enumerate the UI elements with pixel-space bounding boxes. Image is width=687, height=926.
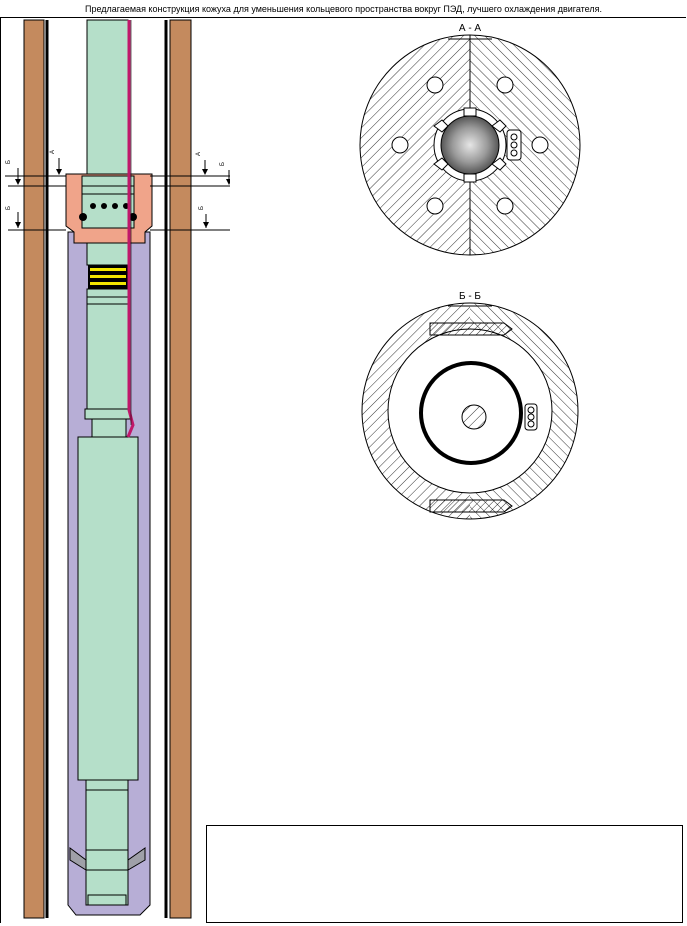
pump-upper	[86, 19, 129, 176]
drawing-caption: Предлагаемая конструкция кожуха для умен…	[84, 4, 603, 14]
casing-wall-right	[169, 19, 192, 919]
cut-label-b: Б	[199, 206, 205, 210]
sensor-body	[85, 789, 129, 906]
cut-label-b: Б	[6, 160, 12, 164]
aa-shaft	[440, 115, 500, 175]
cut-label-a: А	[196, 152, 202, 156]
clamp-inner	[81, 175, 135, 229]
protector-flange	[84, 408, 131, 420]
casing-wall-left	[23, 19, 45, 919]
section-aa-title: А - А	[458, 23, 482, 34]
clamp-bolt	[90, 203, 96, 209]
bb-outer-ring	[361, 302, 579, 520]
bb-clamp-bar-top	[429, 322, 513, 336]
seal-ball-left	[79, 213, 87, 221]
cut-label-a: А	[50, 150, 56, 154]
section-bb	[361, 302, 579, 520]
clamp-bolt	[101, 203, 107, 209]
cut-label-b: Б	[220, 162, 226, 166]
centralizer-left	[69, 847, 87, 871]
bb-shaft	[461, 404, 487, 430]
protector-upper	[86, 242, 129, 266]
sensor-tip	[87, 894, 127, 906]
protector-lower	[91, 418, 127, 438]
section-bb-title: Б - Б	[458, 291, 481, 302]
motor-base	[85, 779, 129, 791]
cut-label-b: Б	[6, 206, 12, 210]
longitudinal-section: Б А Б А Б Б	[5, 19, 230, 919]
motor-body	[77, 436, 139, 781]
clamp-bolt	[112, 203, 118, 209]
protector-neck	[86, 288, 129, 298]
section-aa	[359, 34, 581, 256]
centralizer-right	[127, 847, 146, 871]
bb-clamp-bar-bottom	[429, 499, 513, 513]
bb-motor-ring	[419, 361, 523, 465]
title-block	[206, 825, 683, 923]
protector-body	[86, 296, 129, 410]
